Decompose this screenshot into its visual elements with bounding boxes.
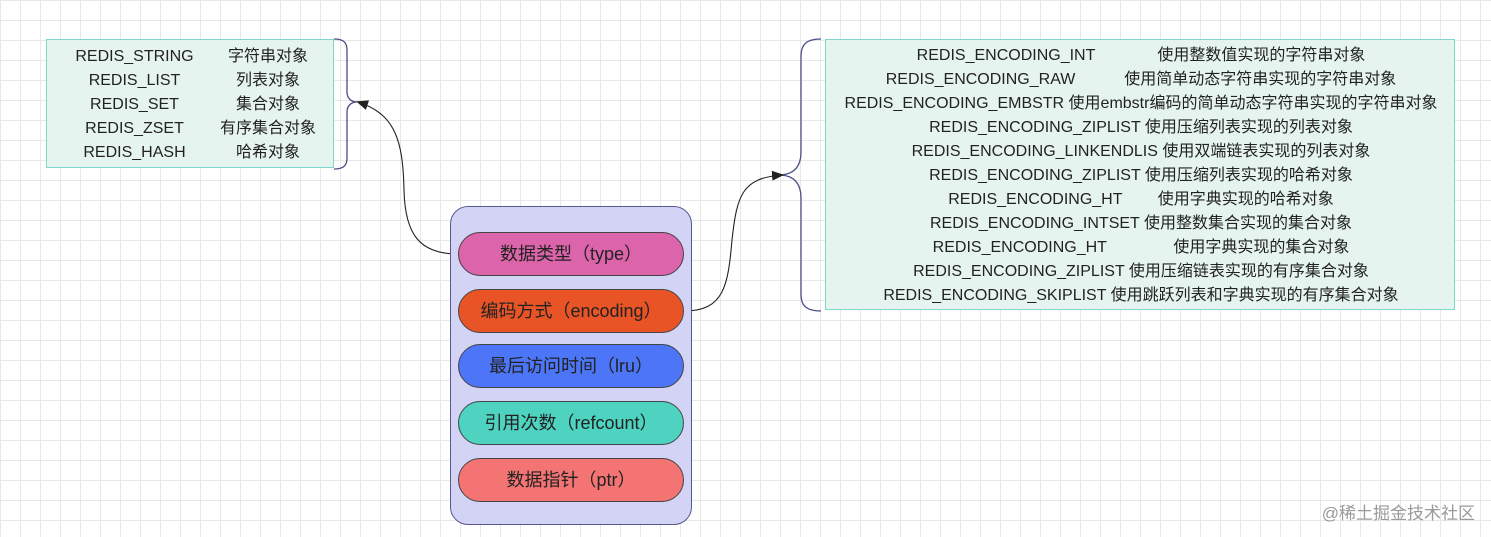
encoding-row: REDIS_ENCODING_LINKENDLIS 使用双端链表实现的列表对象 [911, 143, 1371, 160]
encoding-row: REDIS_ENCODING_SKIPLIST 使用跳跃列表和字典实现的有序集合… [883, 287, 1399, 304]
field-type: 数据类型（type） [458, 232, 684, 276]
type-row-set: REDIS_SET 集合对象 [47, 93, 335, 117]
encoding-row: REDIS_ENCODING_EMBSTR 使用embstr编码的简单动态字符串… [844, 95, 1438, 112]
field-ptr: 数据指针（ptr） [458, 458, 684, 502]
type-name: REDIS_LIST [88, 72, 181, 89]
type-name: REDIS_SET [90, 96, 179, 113]
object-type-list: REDIS_STRING 字符串对象 REDIS_LIST 列表对象 REDIS… [46, 39, 334, 168]
type-row-string: REDIS_STRING 字符串对象 [47, 45, 335, 69]
encoding-row: REDIS_ENCODING_RAW 使用简单动态字符串实现的字符串对象 [885, 71, 1397, 88]
encoding-row: REDIS_ENCODING_HT 使用字典实现的哈希对象 [948, 191, 1334, 208]
type-name: REDIS_ZSET [85, 120, 184, 137]
field-refcount: 引用次数（refcount） [458, 401, 684, 445]
encoding-list: REDIS_ENCODING_INT 使用整数值实现的字符串对象 REDIS_E… [825, 39, 1455, 310]
type-brace [333, 38, 358, 170]
watermark: @稀土掘金技术社区 [1321, 504, 1475, 523]
type-desc: 字符串对象 [227, 48, 308, 65]
encoding-connector-arrow [683, 170, 784, 312]
type-desc: 列表对象 [235, 72, 300, 89]
encoding-row: REDIS_ENCODING_HT 使用字典实现的集合对象 [932, 239, 1350, 256]
field-lru: 最后访问时间（lru） [458, 344, 684, 388]
encoding-row: REDIS_ENCODING_INTSET 使用整数集合实现的集合对象 [930, 215, 1352, 232]
encoding-row: REDIS_ENCODING_ZIPLIST 使用压缩链表实现的有序集合对象 [913, 263, 1369, 280]
type-connector-arrow [356, 100, 459, 255]
type-name: REDIS_HASH [83, 144, 186, 161]
type-row-zset: REDIS_ZSET 有序集合对象 [47, 117, 335, 141]
type-row-hash: REDIS_HASH 哈希对象 [47, 141, 335, 165]
field-encoding: 编码方式（encoding） [458, 289, 684, 333]
encoding-row: REDIS_ENCODING_ZIPLIST 使用压缩列表实现的哈希对象 [929, 167, 1353, 184]
type-desc: 有序集合对象 [219, 120, 316, 137]
type-row-list: REDIS_LIST 列表对象 [47, 69, 335, 93]
encoding-brace [780, 38, 822, 312]
encoding-row: REDIS_ENCODING_ZIPLIST 使用压缩列表实现的列表对象 [929, 119, 1353, 136]
type-desc: 集合对象 [235, 96, 300, 113]
type-desc: 哈希对象 [235, 144, 300, 161]
encoding-row: REDIS_ENCODING_INT 使用整数值实现的字符串对象 [916, 47, 1366, 64]
type-name: REDIS_STRING [75, 48, 194, 65]
